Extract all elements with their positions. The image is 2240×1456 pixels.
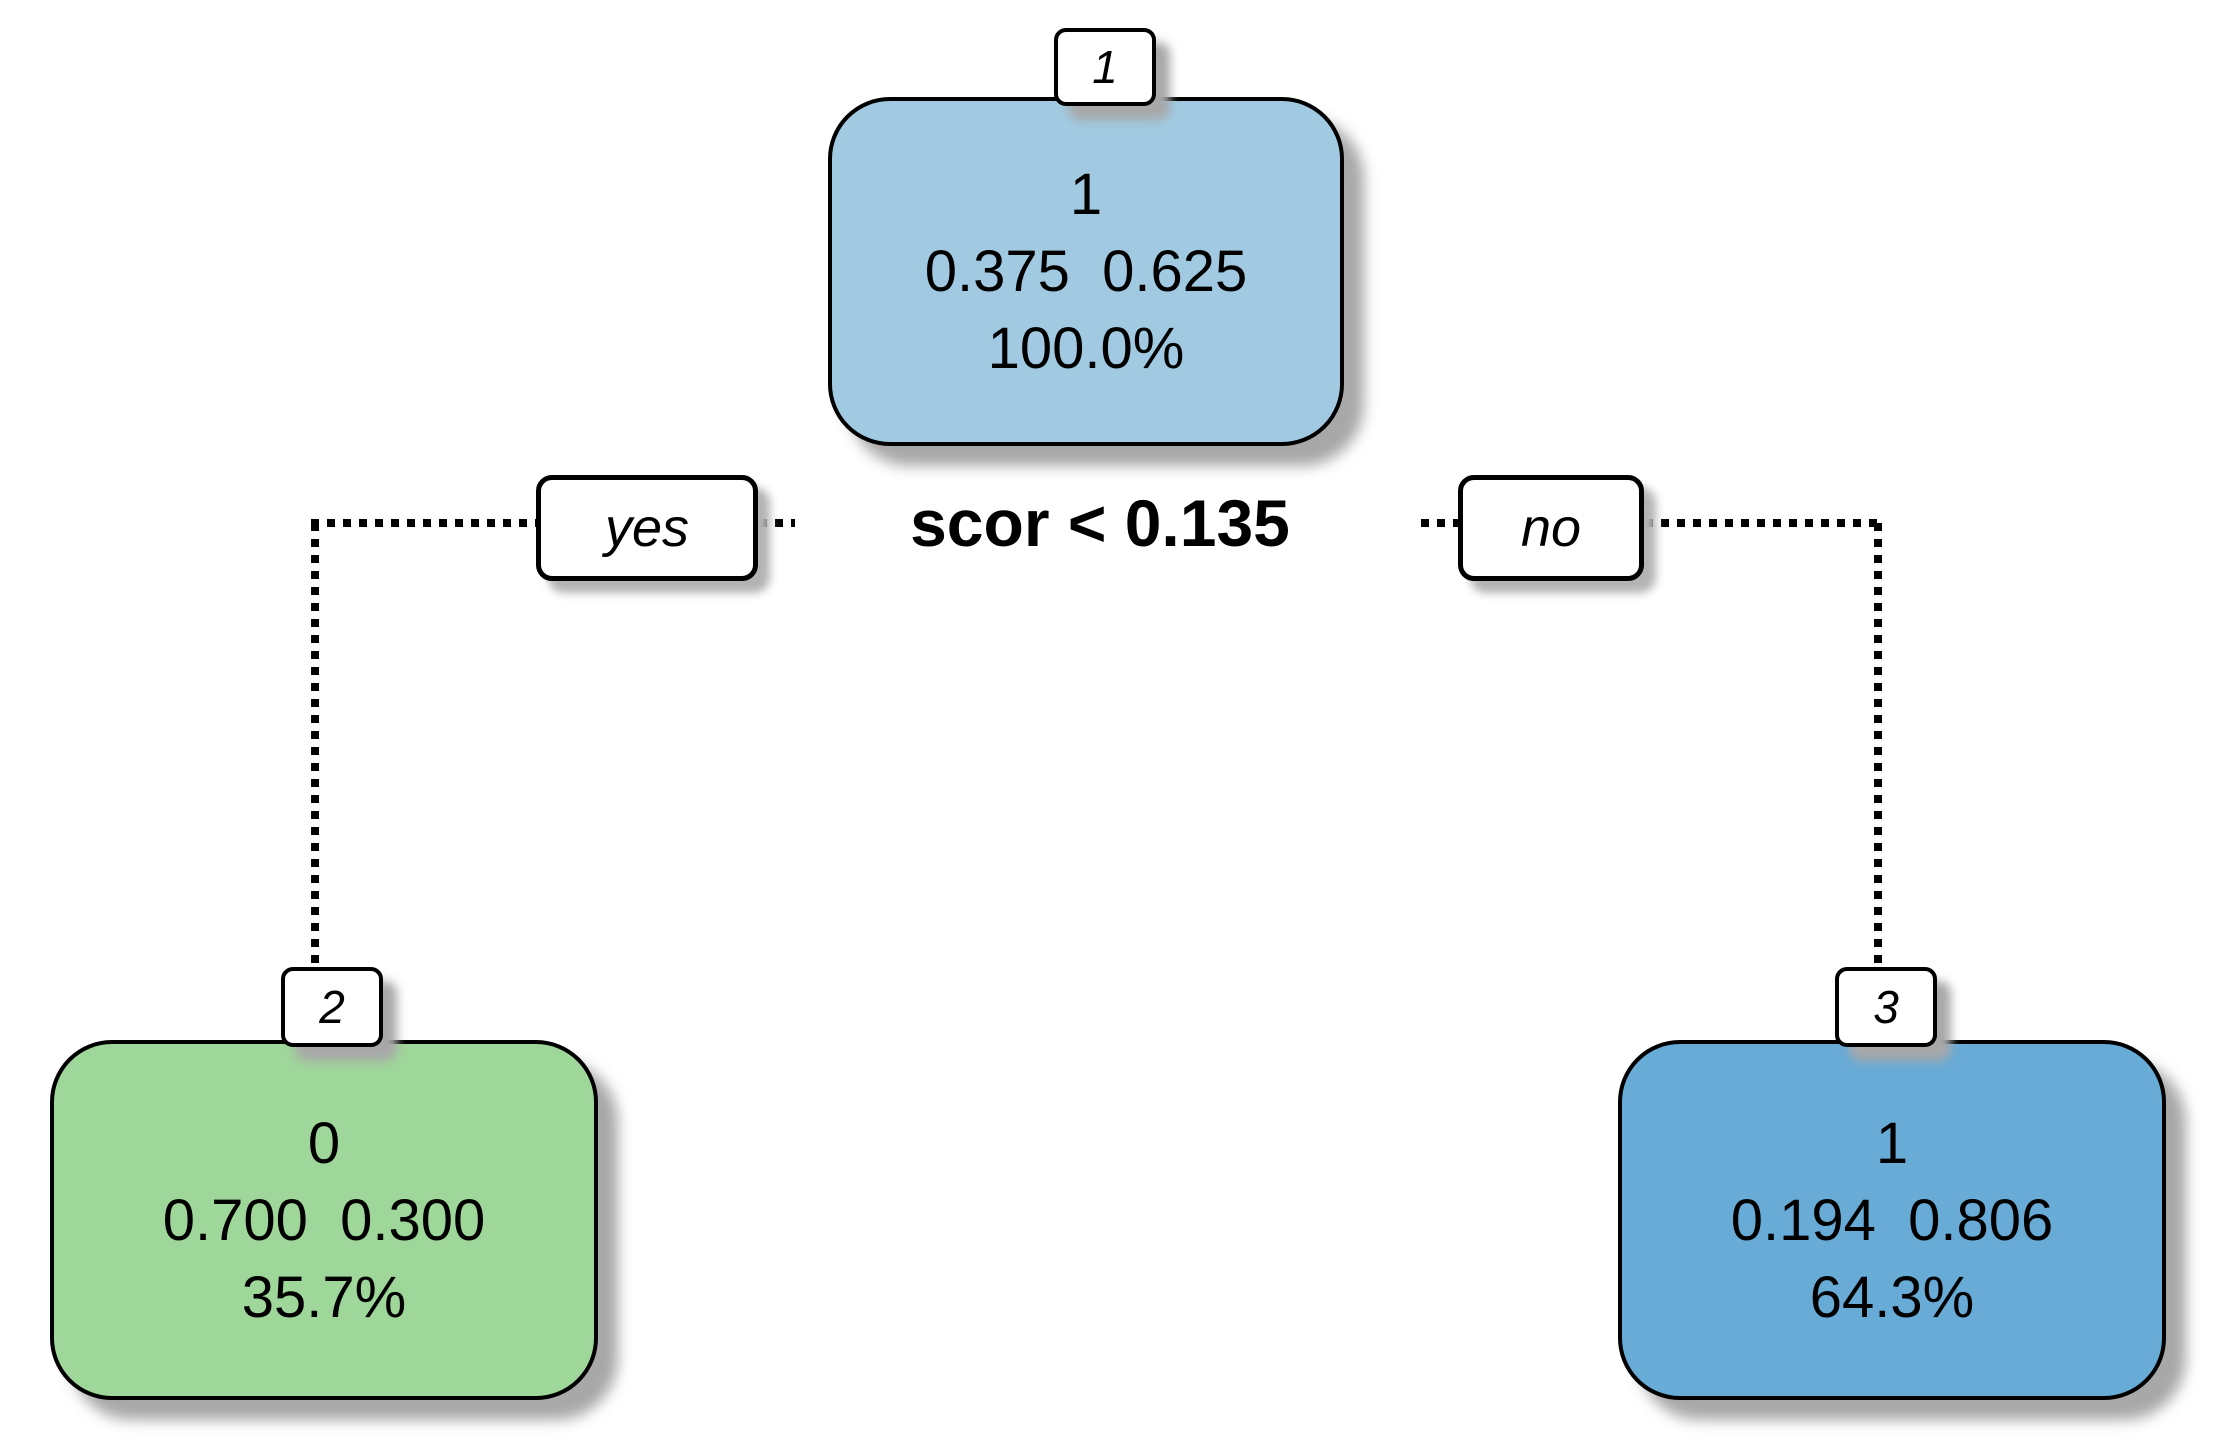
branch-label-no: no xyxy=(1458,475,1644,581)
branch-label-yes: yes xyxy=(536,475,758,581)
node-root-coverage: 100.0% xyxy=(987,316,1185,381)
yes-label-text: yes xyxy=(604,498,690,558)
node-left-probabilities: 0.700 0.300 xyxy=(162,1187,486,1253)
node-number-badge-2: 2 xyxy=(281,967,383,1047)
node-left-class: 0 xyxy=(307,1110,341,1176)
node-right-coverage: 64.3% xyxy=(1809,1264,1975,1330)
node-right-probabilities: 0.194 0.806 xyxy=(1730,1187,2054,1253)
node-root-class: 1 xyxy=(1069,162,1103,227)
node-number-1-text: 1 xyxy=(1092,41,1118,93)
branch-line-left-vertical xyxy=(311,523,319,965)
node-left-coverage: 35.7% xyxy=(241,1264,407,1330)
node-number-badge-3: 3 xyxy=(1835,967,1937,1047)
no-label-text: no xyxy=(1520,498,1582,558)
tree-node-right-leaf: 1 0.194 0.806 64.3% xyxy=(1618,1040,2166,1400)
node-right-class: 1 xyxy=(1875,1110,1909,1176)
tree-node-left-leaf: 0 0.700 0.300 35.7% xyxy=(50,1040,598,1400)
node-root-probabilities: 0.375 0.625 xyxy=(924,239,1248,304)
split-condition-label: scor < 0.135 xyxy=(910,486,1290,560)
tree-node-root: 1 0.375 0.625 100.0% xyxy=(828,97,1344,446)
branch-line-right-horizontal xyxy=(1421,519,1882,527)
node-number-2-text: 2 xyxy=(319,981,345,1033)
node-number-badge-1: 1 xyxy=(1054,28,1156,106)
node-number-3-text: 3 xyxy=(1873,981,1899,1033)
branch-line-right-vertical xyxy=(1874,523,1882,965)
